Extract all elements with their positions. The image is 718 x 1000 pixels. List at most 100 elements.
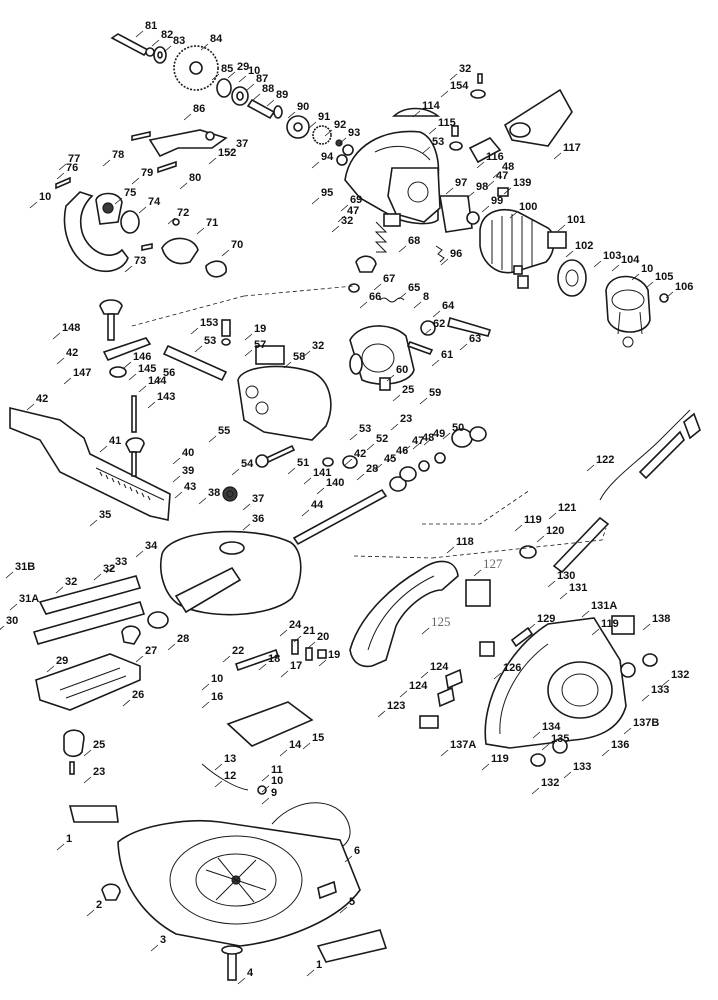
leader-line [481,205,490,213]
leader-line [280,670,289,678]
part-label: 74 [148,196,161,208]
part-label: 87 [256,73,268,85]
part-label: 148 [62,322,80,334]
leader-line [340,204,349,212]
part-label: 139 [513,177,531,189]
leader-line [641,694,650,702]
part-label: 47 [496,170,508,182]
part-label: 47 [347,205,359,217]
leader-line [386,455,395,463]
leader-line [536,535,545,543]
part-label: 23 [93,766,105,778]
part-label: 140 [326,477,344,489]
leader-line [440,258,449,266]
leader-line [287,467,296,475]
part-label: 53 [432,136,444,148]
leader-line [252,93,261,101]
leader-line [163,45,172,53]
leader-line [509,211,518,219]
leader-line [138,385,147,393]
part-label: 73 [134,255,146,267]
leader-line [287,111,296,119]
leader-line [432,310,441,318]
part-label: 75 [124,187,136,199]
leader-line [303,477,312,485]
motor-assembly [435,187,669,348]
part-label: 80 [189,172,201,184]
leader-line [413,301,422,309]
leader-line [56,172,65,180]
leader-line [131,177,140,185]
part-label: 63 [469,333,481,345]
part-label: 152 [218,147,236,159]
leader-line [428,127,437,135]
part-label: 28 [366,463,378,475]
part-label: 32 [341,215,353,227]
part-label: 71 [206,217,218,229]
leader-line [581,610,590,618]
part-label: 39 [182,465,194,477]
part-label: 31A [19,593,39,605]
leader-line [349,433,358,441]
part-label: 104 [621,254,640,266]
part-label: 88 [262,83,274,95]
leader-line [198,497,207,505]
part-label: 61 [441,349,453,361]
leader-line [58,163,67,171]
leader-line [261,797,270,805]
part-label: 124 [430,661,449,673]
part-label: 5 [349,896,355,908]
leader-line [105,566,114,574]
leader-line [179,182,188,190]
leader-line [56,843,65,851]
part-label: 66 [369,291,381,303]
part-label: 130 [557,570,575,582]
part-label: 32 [103,563,115,575]
leader-line [135,30,144,38]
part-label: 29 [237,61,249,73]
leader-line [190,327,199,335]
leader-line [221,249,230,257]
part-label: 55 [218,425,230,437]
part-label: 137A [450,739,476,751]
part-label: 10 [271,775,283,787]
part-label: 98 [476,181,488,193]
part-label: 116 [486,151,504,163]
part-label: 19 [254,323,266,335]
leader-line [547,580,556,588]
leader-line [122,699,131,707]
leader-line [531,787,540,795]
part-label: 8 [423,291,429,303]
leader-line [661,679,670,687]
part-label: 16 [211,691,223,703]
leader-line [135,550,144,558]
part-label: 23 [400,413,412,425]
leader-line [208,157,217,165]
part-label: 94 [321,151,334,163]
part-label: 13 [224,753,236,765]
leader-line [183,113,192,121]
leader-line [318,659,327,667]
leader-line [306,969,315,977]
part-label: 38 [208,487,220,499]
leader-line [339,906,348,914]
part-label: 21 [303,625,315,637]
part-label: 1 [316,959,322,971]
leader-line [344,458,353,466]
part-label: 86 [193,103,205,115]
leader-line [311,161,320,169]
part-label: 60 [396,364,408,376]
part-label: 153 [200,317,218,329]
part-label: 92 [334,119,346,131]
leader-line [226,148,235,156]
leader-line [565,250,574,258]
part-label: 83 [173,35,185,47]
leader-line [174,491,183,499]
part-label: 48 [502,161,514,173]
part-label: 129 [537,613,555,625]
table-extension [35,653,141,711]
leader-line [124,265,133,273]
leader-line [283,361,292,369]
part-label: 44 [311,499,324,511]
